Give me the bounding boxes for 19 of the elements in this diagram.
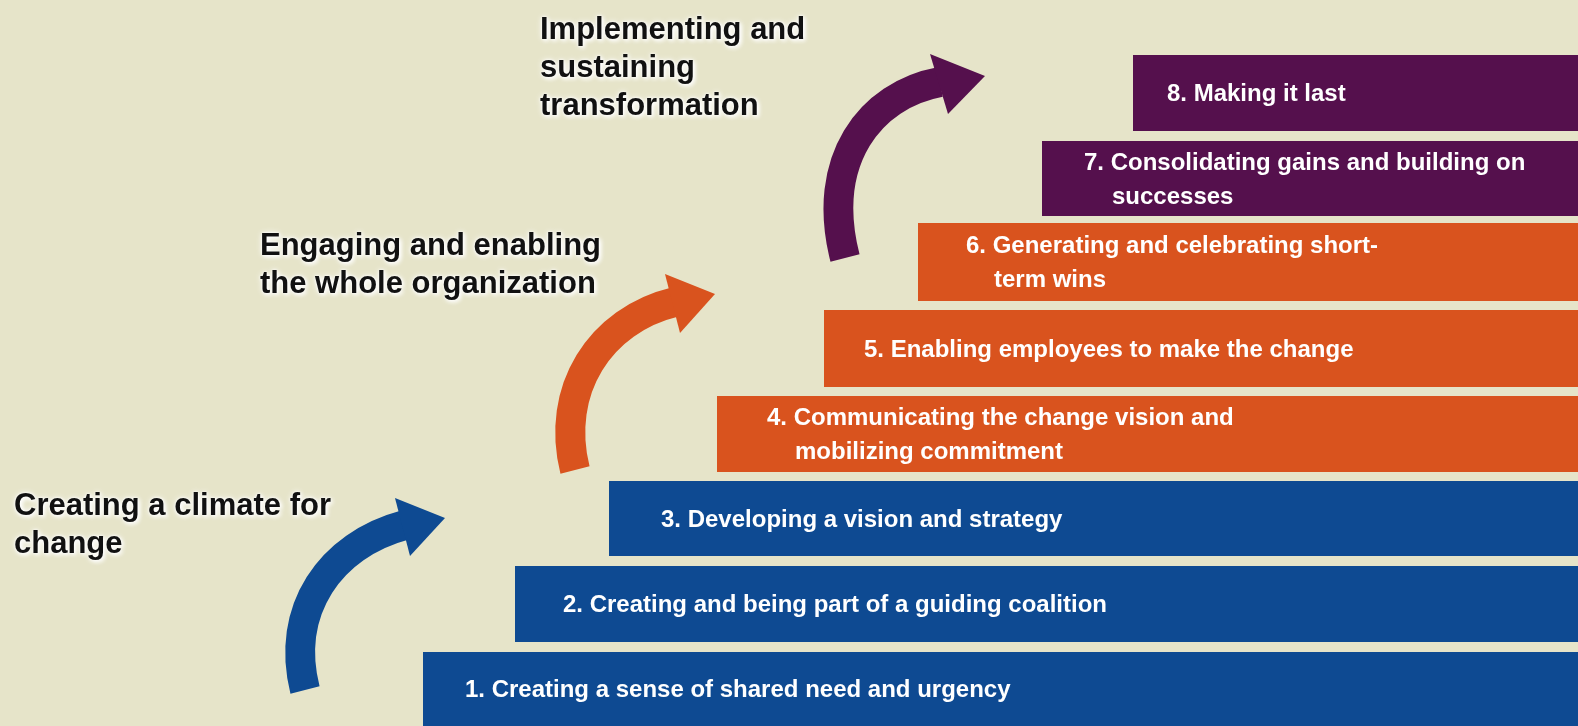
step-bar	[609, 481, 1578, 556]
step-text: 1. Creating a sense of shared need and urgency	[465, 674, 1011, 705]
phase-heading: Implementing and sustaining transformation	[540, 10, 807, 125]
step-text: 8. Making it last	[1167, 78, 1346, 109]
step-text: 6. Generating and celebrating short-term wins	[966, 230, 1380, 294]
phase-heading: Engaging and enabling the whole organization	[260, 226, 602, 303]
step-bar	[1133, 55, 1578, 131]
step-bar	[824, 310, 1578, 387]
step-text: 2. Creating and being part of a guiding coalition	[563, 589, 1108, 620]
step-bar	[918, 223, 1578, 301]
step-text: 3. Developing a vision and strategy	[661, 503, 1063, 534]
step-bar	[423, 652, 1578, 726]
step-text: 5. Enabling employees to make the change	[864, 333, 1354, 364]
step-bar	[717, 396, 1578, 472]
step-text: 4. Communicating the change vision and mobilizing commitment	[767, 402, 1235, 466]
step-bar	[1042, 141, 1578, 216]
step-bar	[515, 566, 1578, 642]
step-text: 7. Consolidating gains and building on successes	[1084, 146, 1527, 211]
phase-heading: Creating a climate for change	[14, 486, 332, 563]
